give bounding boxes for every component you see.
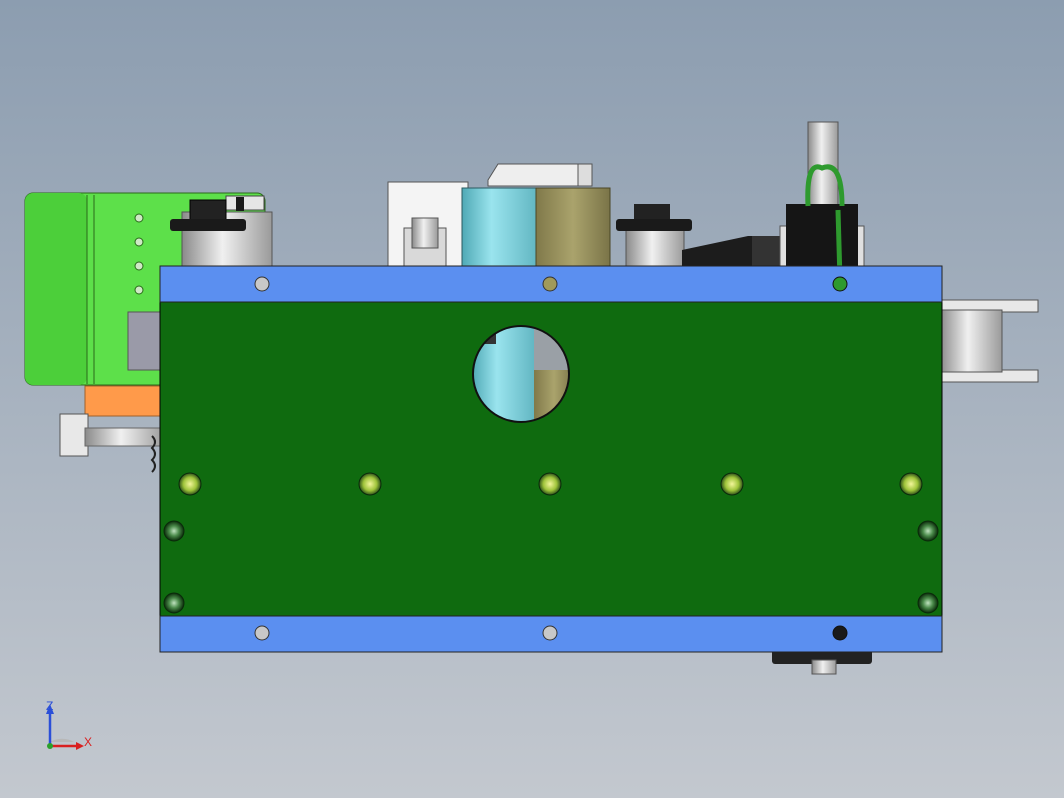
mounting-hole: [163, 520, 185, 542]
z-axis-arrowhead: [46, 704, 54, 714]
main-plate[interactable]: [159, 267, 943, 653]
bottom-rail[interactable]: [159, 615, 943, 653]
x-axis-arrowhead: [76, 742, 84, 750]
mounting-hole: [538, 472, 562, 496]
right-roller[interactable]: [616, 204, 692, 269]
z-axis-label: Z: [46, 699, 54, 713]
mounting-hole: [720, 472, 744, 496]
x-axis-label: X: [84, 735, 93, 749]
sensor-assembly[interactable]: [779, 121, 865, 281]
top-rail[interactable]: [159, 265, 943, 303]
rail-screw: [254, 276, 270, 292]
axis-triad[interactable]: [40, 696, 100, 756]
mounting-hole: [917, 520, 939, 542]
left-roller[interactable]: [170, 195, 273, 269]
mounting-hole: [163, 592, 185, 614]
rail-screw: [254, 625, 270, 641]
connector-arm[interactable]: [682, 236, 780, 268]
mounting-hole: [899, 472, 923, 496]
rail-screw: [832, 625, 848, 641]
viewing-window[interactable]: [472, 325, 574, 426]
left-shaft[interactable]: [59, 413, 166, 473]
cyan-roller[interactable]: [461, 187, 537, 269]
origin-dot: [47, 743, 53, 749]
olive-roller[interactable]: [535, 187, 611, 269]
mounting-hole: [178, 472, 202, 496]
rail-screw: [542, 625, 558, 641]
mounting-hole: [917, 592, 939, 614]
mounting-hole: [358, 472, 382, 496]
rail-screw: [542, 276, 558, 292]
center-bracket[interactable]: [387, 163, 593, 269]
plate-holes: [163, 472, 939, 614]
orange-block[interactable]: [84, 385, 166, 417]
side-roller[interactable]: [939, 299, 1039, 383]
rail-screw: [832, 276, 848, 292]
